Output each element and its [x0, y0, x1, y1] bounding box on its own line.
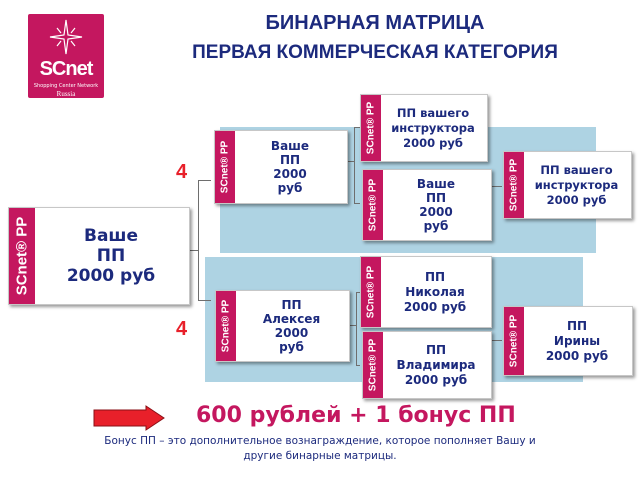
- bonus-note-line2: другие бинарные матрицы.: [243, 450, 397, 462]
- card-tag: SCnet® PP: [365, 265, 377, 319]
- logo-subtitle: Shopping Center Network: [33, 83, 99, 89]
- logo-brand: SCnet: [39, 58, 94, 80]
- connector: [354, 127, 355, 203]
- node-lower-c: SCnet® PP ПП Ирины 2000 руб: [503, 306, 633, 376]
- bonus-note-line1: Бонус ПП – это дополнительное вознагражд…: [104, 435, 536, 447]
- arrow-right-icon: [93, 405, 165, 431]
- card-tag: SCnet® PP: [367, 178, 379, 232]
- bonus-text: 600 рублей + 1 бонус ПП: [196, 403, 516, 428]
- connector: [356, 292, 357, 365]
- connector: [492, 340, 502, 341]
- connector: [198, 180, 211, 181]
- card-tag: SCnet® PP: [508, 158, 520, 212]
- connector: [356, 292, 360, 293]
- page-title: БИНАРНАЯ МАТРИЦА: [265, 12, 485, 34]
- node-lower-a: SCnet® PP ПП Николая 2000 руб: [360, 256, 492, 328]
- node-root: SCnet® PP Ваше ПП 2000 руб: [8, 207, 190, 305]
- node-upper: SCnet® PP Ваше ПП 2000 руб: [214, 130, 348, 204]
- lower-count: 4: [176, 318, 188, 340]
- connector: [354, 203, 360, 204]
- connector: [348, 325, 356, 326]
- card-tag: SCnet® PP: [13, 216, 31, 296]
- logo-region: Russia: [56, 90, 76, 98]
- connector: [492, 186, 502, 187]
- connector: [354, 127, 360, 128]
- node-upper-c: SCnet® PP ПП вашего инструктора 2000 руб: [503, 151, 632, 219]
- scnet-logo: SCnet Shopping Center Network Russia: [28, 14, 104, 98]
- sparkle-icon: [49, 19, 83, 55]
- node-lower-b: SCnet® PP ПП Владимира 2000 руб: [362, 331, 492, 399]
- connector: [188, 250, 198, 251]
- card-tag: SCnet® PP: [508, 314, 520, 368]
- card-tag: SCnet® PP: [367, 338, 379, 392]
- connector: [356, 365, 360, 366]
- card-tag: SCnet® PP: [219, 140, 231, 194]
- node-lower: SCnet® PP ПП Алексея 2000 руб: [215, 290, 350, 362]
- connector: [198, 180, 199, 300]
- connector: [198, 300, 211, 301]
- connector: [346, 161, 354, 162]
- card-tag: SCnet® PP: [365, 101, 377, 155]
- page-subtitle: ПЕРВАЯ КОММЕРЧЕСКАЯ КАТЕГОРИЯ: [192, 42, 558, 63]
- node-upper-b: SCnet® PP Ваше ПП 2000 руб: [362, 169, 492, 241]
- card-tag: SCnet® PP: [220, 299, 232, 353]
- node-upper-a: SCnet® PP ПП вашего инструктора 2000 руб: [360, 94, 488, 162]
- upper-count: 4: [176, 161, 188, 183]
